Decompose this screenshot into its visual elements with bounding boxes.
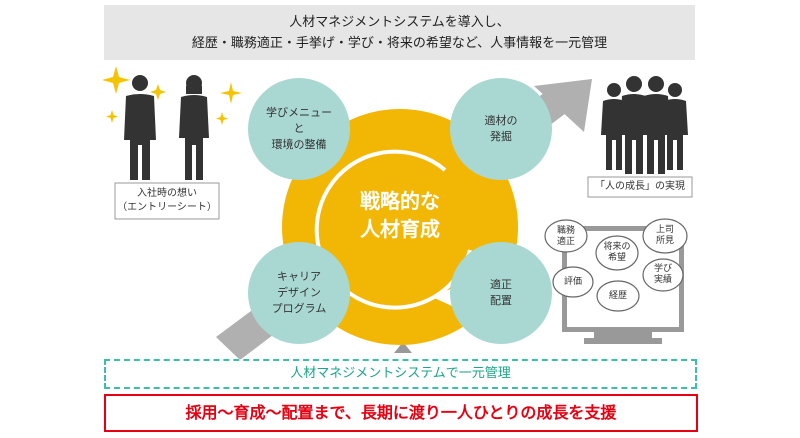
left-caption: 入社時の想い （エントリーシート） xyxy=(115,187,219,215)
bubble-joshi: 上司 所見 xyxy=(645,225,685,247)
banner-line-1: 人材マネジメントシステムを導入し、 xyxy=(289,15,510,30)
career-line-3: プログラム xyxy=(271,302,327,315)
group-people-icon xyxy=(601,76,688,174)
bubble-shorai: 将来の 希望 xyxy=(597,242,637,264)
placement-line-2: 配置 xyxy=(490,294,512,307)
bubble-shorai-line-2: 希望 xyxy=(607,253,626,263)
left-caption-line-2: （エントリーシート） xyxy=(117,202,217,213)
bubble-joshi-line-1: 上司 xyxy=(655,225,674,235)
talent-label: 適材の 発掘 xyxy=(451,113,551,145)
placement-circle xyxy=(450,242,552,344)
bubble-shokumu-line-1: 職務 xyxy=(556,226,575,236)
talent-line-2: 発掘 xyxy=(490,130,512,143)
banner-line-2: 経歴・職務適正・手挙げ・学び・将来の希望など、人事情報を一元管理 xyxy=(191,36,608,51)
career-line-1: キャリア xyxy=(277,270,321,283)
businesswoman-icon xyxy=(179,75,209,180)
center-label: 戦略的な 人材育成 xyxy=(340,187,460,243)
talent-line-1: 適材の xyxy=(484,114,518,127)
bubble-shorai-line-1: 将来の xyxy=(603,242,631,252)
career-circle xyxy=(248,242,350,344)
pointer-triangle xyxy=(394,342,412,353)
right-caption: 「人の成長」の実現 xyxy=(595,181,685,192)
bubble-shokumu: 職務 適正 xyxy=(546,226,586,248)
bubble-manabi-line-2: 実績 xyxy=(653,275,672,285)
center-line-1: 戦略的な xyxy=(360,189,440,213)
placement-label: 適正 配置 xyxy=(451,277,551,309)
learning-line-3: 環境の整備 xyxy=(271,138,327,151)
learning-line-1: 学びメニュー xyxy=(266,106,332,119)
support-growth-box: 採用〜育成〜配置まで、長期に渡り一人ひとりの成長を支援 xyxy=(104,394,698,432)
career-label: キャリア デザイン プログラム xyxy=(249,269,349,317)
sparkle-icon xyxy=(102,66,242,125)
bubble-keireki: 経歴 xyxy=(608,291,627,301)
bubble-shokumu-line-2: 適正 xyxy=(556,237,575,247)
placement-line-1: 適正 xyxy=(490,278,512,291)
bubble-joshi-line-2: 所見 xyxy=(655,236,674,246)
left-caption-box xyxy=(114,182,220,220)
learning-circle xyxy=(248,78,350,180)
top-banner: 人材マネジメントシステムを導入し、 経歴・職務適正・手挙げ・学び・将来の希望など… xyxy=(104,5,695,60)
unified-management-box: 人材マネジメントシステムで一元管理 xyxy=(104,359,697,389)
learning-line-2: と xyxy=(293,122,305,135)
right-caption-box xyxy=(587,176,693,198)
learning-label: 学びメニュー と 環境の整備 xyxy=(249,105,349,153)
career-line-2: デザイン xyxy=(277,286,321,299)
left-caption-line-1: 入社時の想い xyxy=(137,188,197,199)
bubble-hyoka: 評価 xyxy=(563,277,582,287)
talent-circle xyxy=(450,78,552,180)
bubble-manabi: 学び 実績 xyxy=(643,264,683,286)
center-line-2: 人材育成 xyxy=(360,217,440,241)
speech-bubbles xyxy=(544,218,688,312)
bubble-manabi-line-1: 学び xyxy=(653,264,672,274)
businessman-icon xyxy=(124,75,156,180)
